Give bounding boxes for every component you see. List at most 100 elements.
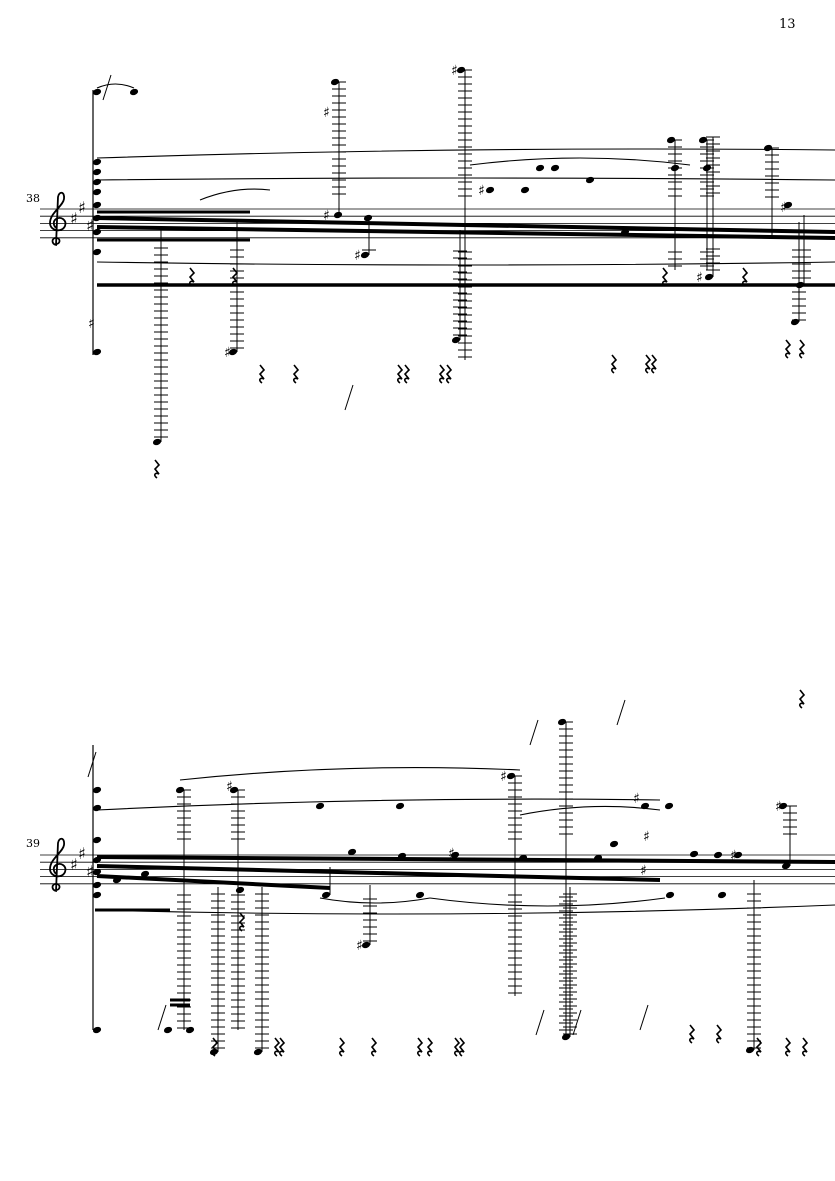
- sharp-icon: ♯: [696, 270, 703, 286]
- notehead: [185, 1026, 195, 1034]
- treble-clef-icon: [49, 191, 67, 246]
- sharp-icon: ♯: [86, 216, 94, 235]
- notehead: [518, 854, 528, 862]
- sharp-icon: ♯: [78, 198, 86, 217]
- notehead: [593, 854, 603, 862]
- quarter-rest-icon: [370, 1037, 378, 1057]
- quarter-rest-icon: [715, 1024, 723, 1044]
- quarter-rest-icon: [798, 339, 806, 359]
- beam: [96, 225, 835, 240]
- slur: [519, 805, 661, 816]
- quarter-rest-icon: [650, 354, 658, 374]
- grace-stem: [344, 384, 354, 411]
- sharp-icon: ♯: [86, 862, 94, 881]
- notehead: [664, 802, 674, 810]
- notehead: [253, 1048, 263, 1056]
- quarter-rest-icon: [426, 1037, 434, 1057]
- beam: [96, 874, 331, 890]
- measure-number-38: 38: [26, 192, 40, 205]
- quarter-rest-icon: [396, 364, 404, 384]
- notehead: [717, 891, 727, 899]
- sharp-icon: ♯: [70, 855, 78, 874]
- sharp-icon: ♯: [451, 63, 458, 79]
- notehead: [520, 186, 530, 194]
- notehead: [228, 348, 238, 356]
- quarter-rest-icon: [238, 912, 246, 932]
- notehead: [783, 201, 793, 209]
- notehead: [485, 186, 495, 194]
- notehead: [640, 802, 650, 810]
- grace-stem: [102, 74, 112, 101]
- notehead: [451, 336, 461, 344]
- quarter-rest-icon: [231, 267, 239, 287]
- slur: [96, 148, 835, 159]
- quarter-rest-icon: [338, 1037, 346, 1057]
- beam: [96, 216, 835, 234]
- sharp-icon: ♯: [730, 848, 737, 864]
- notehead: [781, 862, 791, 870]
- slur: [429, 897, 666, 907]
- quarter-rest-icon: [610, 354, 618, 374]
- notehead: [415, 891, 425, 899]
- notehead: [163, 1026, 173, 1034]
- notehead: [689, 850, 699, 858]
- sharp-icon: ♯: [323, 208, 330, 224]
- notehead: [550, 164, 560, 172]
- notehead: [360, 251, 370, 259]
- quarter-rest-icon: [438, 364, 446, 384]
- sharp-icon: ♯: [448, 846, 455, 862]
- notehead: [92, 158, 102, 166]
- grace-stem: [572, 1009, 582, 1036]
- sharp-icon: ♯: [643, 829, 650, 845]
- notehead: [395, 802, 405, 810]
- notehead: [609, 840, 619, 848]
- notehead: [745, 1046, 755, 1054]
- sharp-icon: ♯: [224, 345, 231, 361]
- quarter-rest-icon: [801, 1037, 809, 1057]
- notehead: [235, 886, 245, 894]
- notehead: [92, 88, 102, 96]
- quarter-rest-icon: [688, 1024, 696, 1044]
- sharp-icon: ♯: [88, 316, 95, 332]
- notehead: [92, 891, 102, 899]
- notehead: [92, 786, 102, 794]
- notehead: [92, 201, 102, 209]
- notehead: [92, 348, 102, 356]
- grace-stem: [157, 1004, 167, 1031]
- notehead: [620, 228, 630, 236]
- quarter-rest-icon: [784, 1037, 792, 1057]
- quarter-rest-icon: [741, 267, 749, 287]
- slur: [179, 766, 521, 781]
- quarter-rest-icon: [403, 364, 411, 384]
- beam: [96, 864, 661, 882]
- quarter-rest-icon: [273, 1037, 281, 1057]
- grace-stem: [535, 1009, 545, 1036]
- sharp-icon: ♯: [633, 791, 640, 807]
- notehead: [92, 836, 102, 844]
- notehead: [92, 228, 102, 236]
- slur: [469, 157, 691, 166]
- sharp-icon: ♯: [323, 105, 330, 121]
- notehead: [733, 851, 743, 859]
- page-number: 13: [779, 17, 796, 32]
- sharp-icon: ♯: [70, 209, 78, 228]
- grace-stem: [529, 719, 539, 746]
- quarter-rest-icon: [644, 354, 652, 374]
- notehead: [535, 164, 545, 172]
- notehead: [152, 438, 162, 446]
- notehead: [333, 211, 343, 219]
- notehead: [397, 852, 407, 860]
- notehead: [363, 214, 373, 222]
- notehead: [347, 848, 357, 856]
- notehead: [704, 273, 714, 281]
- notehead: [140, 870, 150, 878]
- sharp-icon: ♯: [500, 769, 507, 785]
- slur: [96, 904, 835, 915]
- treble-clef-icon: [49, 837, 67, 892]
- sharp-icon: ♯: [640, 863, 647, 879]
- quarter-rest-icon: [453, 1037, 461, 1057]
- quarter-rest-icon: [278, 1037, 286, 1057]
- notehead: [92, 1026, 102, 1034]
- notehead: [665, 891, 675, 899]
